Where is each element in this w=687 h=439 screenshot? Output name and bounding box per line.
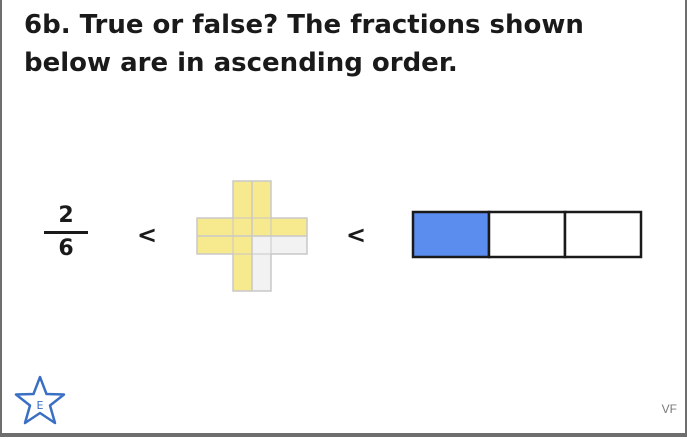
question-text: 6b. True or false? The fractions shown b… [24, 6, 664, 82]
cross-part-unshaded [252, 236, 271, 254]
footer-code: VF [661, 402, 677, 416]
star-letter: E [37, 399, 44, 412]
bar-fraction-model [411, 210, 643, 259]
less-than-symbol-2: < [346, 221, 367, 249]
cross-part-center-tr [252, 218, 271, 236]
cross-part-center-tl [233, 218, 252, 236]
fraction-two-sixths: 2 6 [40, 203, 92, 262]
bar-part-3 [563, 210, 643, 259]
question-line-2: below are in ascending order. [24, 48, 458, 78]
cross-part-left-bottom [197, 236, 233, 254]
cross-part-right-bottom [271, 236, 307, 254]
bar-part-2 [487, 210, 567, 259]
cross-part-top-right [252, 181, 271, 218]
fraction-numerator: 2 [58, 203, 74, 228]
cross-part-right-top [271, 218, 307, 236]
fraction-denominator: 6 [58, 236, 74, 261]
cross-part-bottom-right [252, 254, 271, 291]
cross-part-center-bl [233, 236, 252, 254]
cross-part-left-top [197, 218, 233, 236]
cross-part-top-left [233, 181, 252, 218]
fraction-bar [44, 231, 88, 234]
question-line-1: 6b. True or false? The fractions shown [24, 10, 584, 40]
star-icon: E [14, 375, 66, 425]
bar-part-1 [411, 210, 491, 259]
cross-fraction-model [196, 180, 308, 292]
cross-part-bottom-left [233, 254, 252, 291]
less-than-symbol-1: < [137, 221, 158, 249]
